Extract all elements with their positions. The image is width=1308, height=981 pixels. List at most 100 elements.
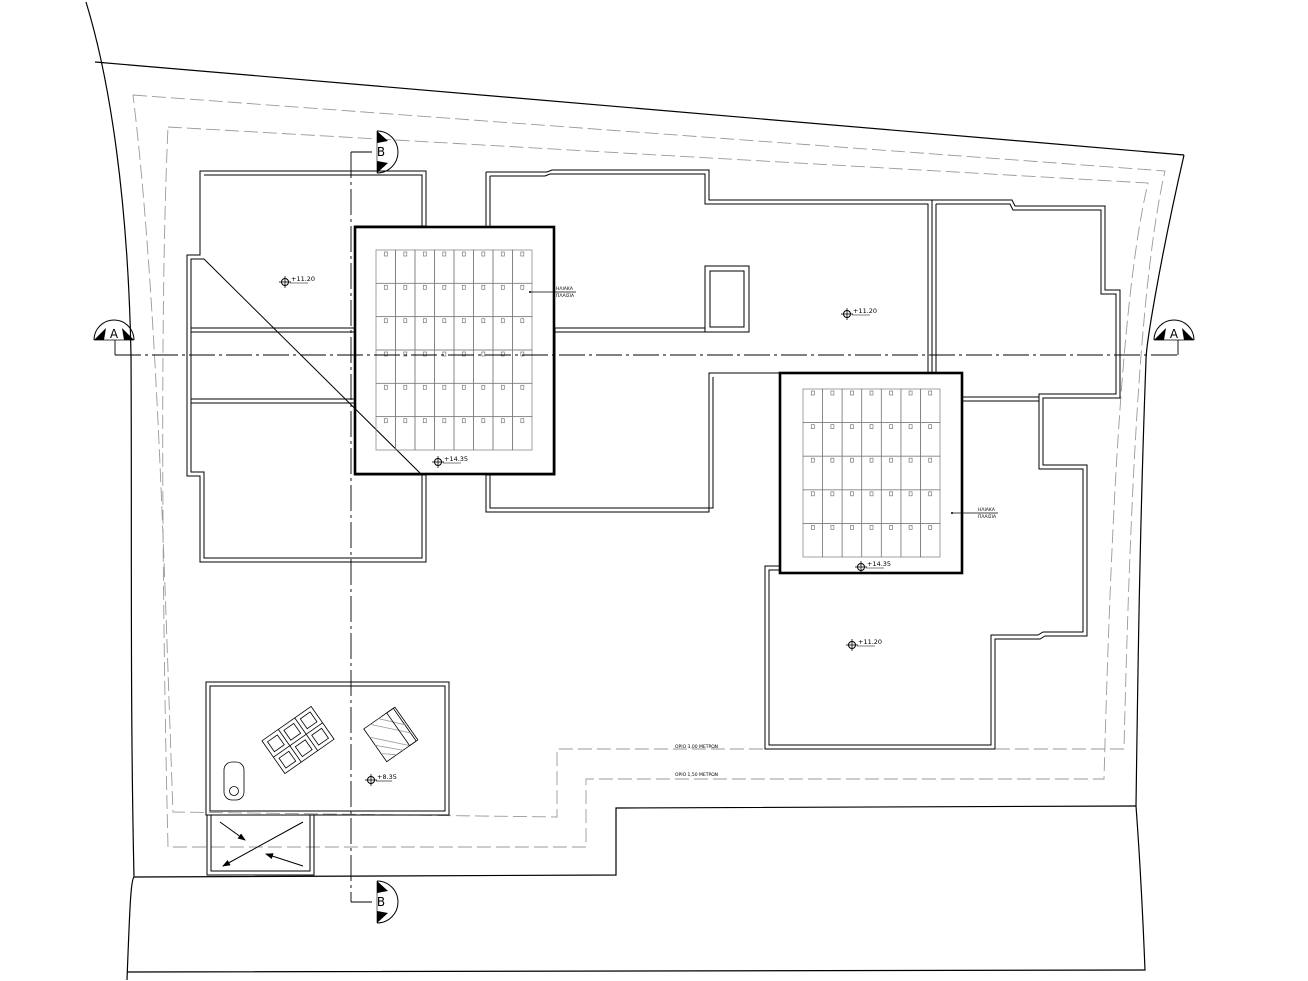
solar-left-panel: [453, 316, 474, 351]
solar-right-panel: [841, 422, 863, 457]
solar-left-panel: [492, 382, 513, 417]
solar-left-panel-clip: [403, 351, 408, 357]
note-boundary-1-5m: ΟΡΙΟ 1,50 ΜΕΤΡΩΝ: [675, 772, 718, 778]
solar-left-panel-clip: [442, 284, 447, 290]
solar-left-panel-clip: [500, 351, 505, 357]
solar-right-panel-clip: [850, 390, 854, 396]
annex-block: [205, 681, 450, 876]
solar-right-panel-clip: [889, 491, 893, 497]
solar-left-panel-clip: [403, 318, 408, 324]
solar-right-panel-clip: [830, 525, 835, 530]
solar-left-panel: [375, 249, 396, 284]
solar-left-panel-clip: [422, 384, 427, 390]
solar-right-panel: [920, 455, 941, 491]
level-label-roof-right-lower: +11.20: [858, 638, 882, 646]
solar-right-panel-clip: [830, 491, 835, 497]
solar-left-panel-clip: [383, 251, 388, 257]
solar-right-panel-clip: [810, 491, 815, 497]
solar-left-panel-clip: [383, 418, 388, 424]
solar-left-panel: [434, 249, 455, 284]
roof-block-right: [764, 199, 1121, 750]
solar-right-panel: [861, 523, 882, 558]
solar-left-panel: [434, 416, 455, 451]
solar-left-panel: [473, 249, 494, 284]
solar-left-panel-clip: [500, 284, 505, 290]
solar-right-panel-clip: [810, 390, 815, 396]
solar-left-panel-clip: [461, 284, 466, 290]
solar-right-panel: [900, 422, 921, 457]
solar-left-panel: [375, 382, 396, 417]
solar-right-panel-clip: [928, 525, 933, 530]
solar-left-panel-clip: [403, 251, 408, 257]
solar-left-panel: [414, 282, 435, 317]
solar-right-panel: [861, 455, 882, 491]
solar-right-panel: [900, 489, 921, 524]
solar-right-panel-clip: [850, 491, 854, 497]
solar-right-panel-clip: [830, 424, 835, 429]
solar-right-panel-clip: [889, 424, 893, 429]
solar-left-panel-clip: [461, 251, 466, 257]
section-line-a: [114, 340, 1179, 356]
level-marker-roof-middle: +11.20: [841, 307, 877, 320]
level-label-solar-right: +14.35: [867, 560, 891, 568]
solar-right-panel-clip: [889, 457, 893, 463]
solar-left-panel-clip: [403, 284, 408, 290]
level-label-roof-left: +11.20: [291, 275, 315, 283]
solar-left-panel-clip: [481, 251, 486, 257]
solar-left-panel-clip: [461, 351, 466, 357]
solar-left-panel-clip: [422, 351, 427, 357]
level-marker-solar-right: +14.35: [855, 560, 891, 573]
solar-right-panel-clip: [869, 525, 874, 530]
solar-right-panel: [841, 489, 863, 524]
solar-left-panel-clip: [383, 318, 388, 324]
solar-left-panel-clip: [481, 318, 486, 324]
solar-platform-right: [778, 371, 964, 575]
section-label-b-bottom: B: [377, 895, 385, 909]
solar-right-panel-clip: [830, 457, 835, 463]
solar-right-panel-clip: [908, 491, 913, 497]
solar-right-panel: [880, 455, 902, 491]
solar-right-panel: [802, 422, 823, 457]
section-marker-a-right: A: [1153, 319, 1195, 341]
note-solar-left-line1: ΗΛΙΑΚΑ: [556, 286, 574, 292]
solar-left-panel: [453, 282, 474, 317]
solar-right-panel-clip: [908, 457, 913, 463]
solar-left-panel-clip: [442, 384, 447, 390]
solar-right-panel: [861, 388, 882, 423]
plot-boundary: [85, 1, 1185, 981]
solar-left-panel: [434, 316, 455, 351]
solar-left-panel: [395, 249, 416, 284]
solar-right-panel: [920, 489, 941, 524]
level-marker-roof-left: +11.20: [279, 275, 315, 288]
solar-left-panel: [473, 316, 494, 351]
solar-right-panel: [802, 388, 823, 423]
solar-right-panel-clip: [869, 457, 874, 463]
solar-left-panel: [473, 382, 494, 417]
solar-left-panel: [414, 316, 435, 351]
solar-right-panel: [802, 455, 823, 491]
solar-left-panel-clip: [500, 251, 505, 257]
solar-left-panel-clip: [461, 318, 466, 324]
solar-left-panel-clip: [520, 318, 525, 324]
solar-left-panel-clip: [442, 318, 447, 324]
solar-left-panel: [492, 249, 513, 284]
solar-right-panel: [880, 422, 902, 457]
solar-left-panel-clip: [442, 351, 447, 357]
solar-left-panel: [414, 249, 435, 284]
solar-right-panel: [822, 523, 843, 558]
solar-right-panel: [900, 523, 921, 558]
solar-right-panel-clip: [889, 390, 893, 396]
solar-right-panel-clip: [810, 525, 815, 530]
solar-left-panel: [512, 416, 533, 451]
note-solar-left: ΗΛΙΑΚΑ ΠΛΑΙΣΙΑ: [529, 286, 576, 299]
roof-block-left: [186, 170, 427, 563]
solar-left-panel: [492, 316, 513, 351]
solar-left-panel: [512, 249, 533, 284]
section-label-a-left: A: [110, 327, 119, 341]
solar-right-panel: [880, 388, 902, 423]
solar-right-panel-clip: [850, 424, 854, 429]
note-solar-right-line1: ΗΛΙΑΚΑ: [978, 507, 996, 513]
solar-left-panel: [473, 416, 494, 451]
solar-left-panel-clip: [442, 251, 447, 257]
solar-left-panel-clip: [520, 351, 525, 357]
